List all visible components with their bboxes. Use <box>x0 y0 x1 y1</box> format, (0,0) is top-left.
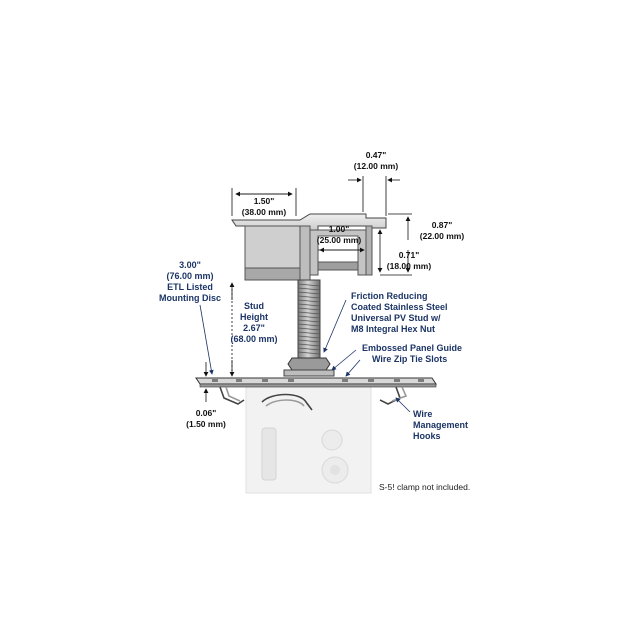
zip-tie-slot <box>342 379 348 382</box>
dimension-lines <box>203 176 412 402</box>
stud-thread <box>297 327 321 331</box>
leader-lines <box>199 299 411 413</box>
stud-thread <box>297 331 321 335</box>
stud-thread <box>297 295 321 299</box>
zip-tie-slot <box>262 379 268 382</box>
zip-tie-slot <box>368 379 374 382</box>
stud <box>283 279 335 377</box>
dim-slot-width: 0.47" (12.00 mm) <box>353 150 399 171</box>
stud-thread <box>297 351 321 355</box>
dim-height-a: 0.87" (22.00 mm) <box>419 220 465 241</box>
stud-thread <box>297 311 321 315</box>
callout-stud-height: Stud Height 2.67" (68.00 mm) <box>230 301 278 344</box>
clamp-note: S-5! clamp not included. <box>379 482 471 492</box>
rail-clamp <box>231 213 387 281</box>
stud-thread <box>297 299 321 303</box>
zip-tie-slot <box>212 379 218 382</box>
dim-height-b: 0.71" (18.00 mm) <box>386 250 432 271</box>
zip-tie-slot <box>288 379 294 382</box>
stud-thread <box>297 307 321 311</box>
stud-thread <box>297 303 321 307</box>
callout-mounting-disc: 3.00" (76.00 mm) ETL Listed Mounting Dis… <box>159 260 221 303</box>
stud-thread <box>297 335 321 339</box>
stud-thread <box>297 323 321 327</box>
stud-thread <box>297 315 321 319</box>
dim-disc-thickness: 0.06" (1.50 mm) <box>186 408 226 429</box>
clamp-ghost <box>245 380 372 494</box>
callout-friction-stud: Friction Reducing Coated Stainless Steel… <box>351 291 448 334</box>
zip-tie-slot <box>236 379 242 382</box>
zip-tie-slot <box>418 379 424 382</box>
dim-inner-width: 1.00" (25.00 mm) <box>316 224 362 245</box>
stud-thread <box>297 287 321 291</box>
zip-tie-slot <box>394 379 400 382</box>
stud-thread <box>297 343 321 347</box>
stud-thread <box>297 347 321 351</box>
callout-wire-hooks: Wire Management Hooks <box>413 409 469 441</box>
callout-panel-guide: Embossed Panel Guide Wire Zip Tie Slots <box>362 343 463 364</box>
stud-thread <box>297 291 321 295</box>
stud-thread <box>297 339 321 343</box>
stud-thread <box>297 283 321 287</box>
stud-thread <box>297 319 321 323</box>
dim-top-width: 1.50" (38.00 mm) <box>241 196 287 217</box>
mounting-disc <box>195 377 437 388</box>
